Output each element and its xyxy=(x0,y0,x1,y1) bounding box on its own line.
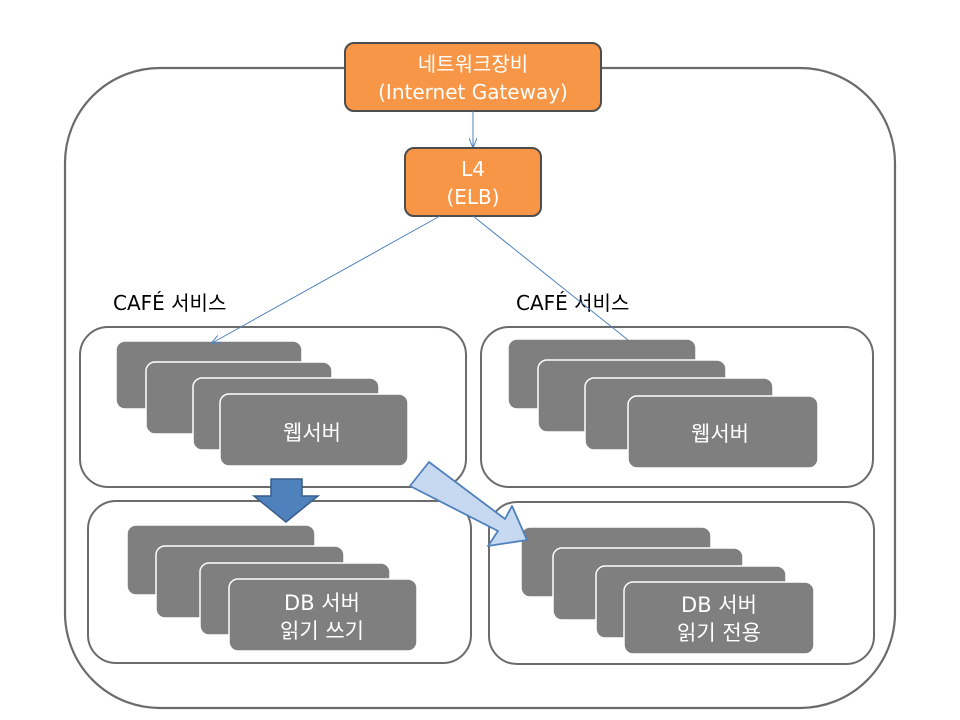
service-title-left: CAFÉ 서비스 xyxy=(113,291,226,315)
replication-arrow-icon xyxy=(409,461,528,547)
db-server-sublabel-left: 읽기 쓰기 xyxy=(280,619,364,643)
web-server-label-right: 웹서버 xyxy=(691,422,749,446)
db-server-sublabel-right: 읽기 전용 xyxy=(677,621,761,645)
web-server-stack-right[interactable]: 웹서버 xyxy=(507,338,819,469)
connector-l4-web-right xyxy=(472,215,629,341)
db-server-stack-left[interactable]: DB 서버 읽기 쓰기 xyxy=(126,524,418,652)
db-server-label-left: DB 서버 xyxy=(284,591,360,615)
l4-node[interactable]: L4 (ELB) xyxy=(404,147,542,217)
web-server-stack-left[interactable]: 웹서버 xyxy=(115,340,409,467)
gateway-sublabel: (Internet Gateway) xyxy=(378,80,568,104)
web-server-label-left: 웹서버 xyxy=(283,421,341,445)
db-server-label-right: DB 서버 xyxy=(681,593,757,617)
down-arrow-icon xyxy=(251,478,321,523)
db-server-stack-right[interactable]: DB 서버 읽기 전용 xyxy=(520,526,815,655)
gateway-label: 네트워크장비 xyxy=(418,52,528,76)
l4-label: L4 xyxy=(461,157,485,181)
l4-sublabel: (ELB) xyxy=(446,185,499,209)
gateway-node[interactable]: 네트워크장비 (Internet Gateway) xyxy=(344,42,602,112)
service-title-right: CAFÉ 서비스 xyxy=(516,291,629,315)
connector-l4-web-left xyxy=(212,215,441,343)
